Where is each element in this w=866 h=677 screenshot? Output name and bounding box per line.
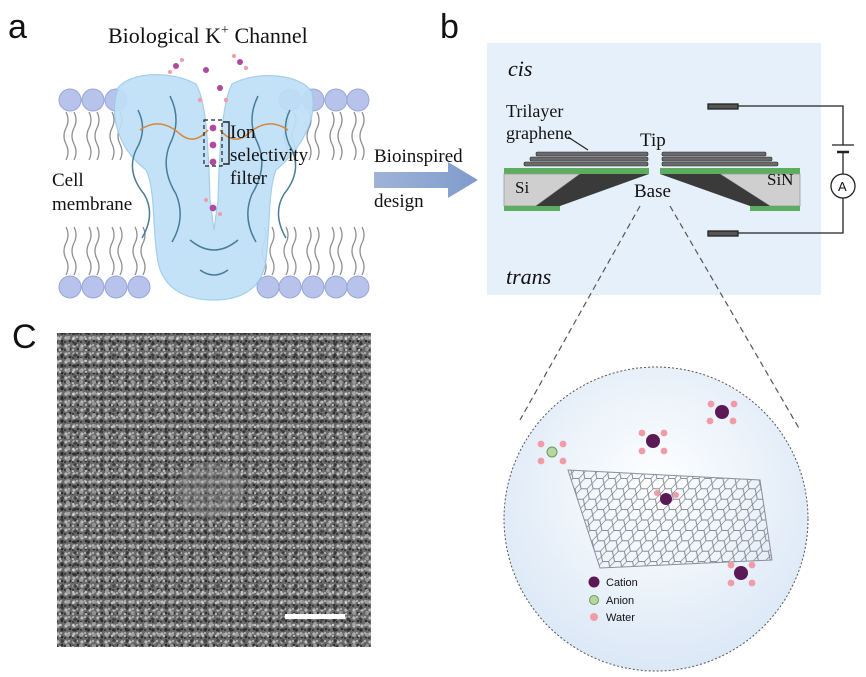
zoom-lines xyxy=(519,205,801,431)
base-label: Base xyxy=(634,181,671,202)
k-channel-protein xyxy=(113,74,314,301)
panel-a: a Biological K+ Channel xyxy=(8,8,370,301)
arrow-label-2: design xyxy=(374,191,424,212)
cell-label-2: membrane xyxy=(52,194,132,215)
bioinspired-arrow: Bioinspired design xyxy=(374,146,478,212)
ions-hydrated xyxy=(537,400,756,587)
protein-helices xyxy=(131,95,297,276)
trilayer-graphene xyxy=(523,151,779,167)
cis-label: cis xyxy=(508,56,532,81)
circuit xyxy=(707,103,856,237)
tem-pore-region xyxy=(176,462,244,518)
legend-anion: Anion xyxy=(606,595,634,607)
filter-label-3: filter xyxy=(230,168,268,189)
panel-c-letter: C xyxy=(12,318,37,356)
legend-water: Water xyxy=(606,612,635,624)
si-label: Si xyxy=(515,178,529,197)
arrow-shape xyxy=(374,162,478,198)
zoom-circle: Cation Anion Water xyxy=(503,366,809,672)
filter-label-1: Ion xyxy=(230,122,256,143)
legend-anion-swatch xyxy=(589,595,599,605)
tem-image-texture xyxy=(57,333,371,647)
scale-bar xyxy=(285,614,345,619)
trans-label: trans xyxy=(506,264,551,289)
sin-label: SiN xyxy=(767,170,793,189)
graphene-pointer xyxy=(567,136,589,151)
panel-c: C xyxy=(12,318,371,647)
pore-ions xyxy=(168,54,248,216)
graphene-sheet xyxy=(567,469,773,569)
graphene-label-1: Trilayer xyxy=(506,101,563,121)
tip-label: Tip xyxy=(640,130,666,151)
selectivity-filter-box xyxy=(203,119,223,167)
panel-b: b cis trans Trilayer graphene Tip Ba xyxy=(440,8,856,295)
filter-bracket xyxy=(223,121,230,165)
panel-b-letter: b xyxy=(440,8,459,46)
panel-a-letter: a xyxy=(8,8,27,46)
substrate xyxy=(503,168,801,211)
arrow-label-1: Bioinspired xyxy=(374,146,463,167)
cell-label-1: Cell xyxy=(52,170,84,191)
graphene-label-2: graphene xyxy=(506,123,572,143)
panel-a-title: Biological K+ Channel xyxy=(108,23,308,48)
legend-cation-swatch xyxy=(588,576,600,588)
ammeter-symbol: A xyxy=(838,179,847,194)
legend: Cation Anion Water xyxy=(588,576,638,624)
filter-label-2: selectivity xyxy=(230,145,309,166)
legend-water-swatch xyxy=(590,613,598,621)
legend-cation: Cation xyxy=(606,577,638,589)
